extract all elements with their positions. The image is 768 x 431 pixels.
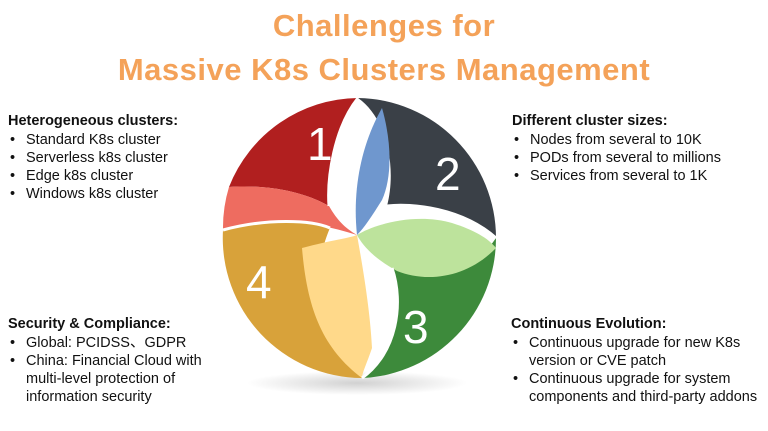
separator-3 [361, 267, 399, 380]
separator-2 [386, 203, 497, 240]
challenges-wheel: 1 2 3 4 [222, 97, 497, 395]
panel-evolution: Continuous Evolution: Continuous upgrade… [511, 316, 761, 406]
segment-1-number: 1 [307, 118, 333, 170]
wheel-shadow [247, 371, 467, 395]
segment-4-number: 4 [246, 256, 272, 308]
panel-heterogeneous-title: Heterogeneous clusters: [8, 113, 179, 129]
segment-2-number: 2 [435, 148, 461, 200]
separator-4 [222, 220, 331, 232]
list-item: Continuous upgrade for system components… [511, 370, 761, 406]
panel-sizes-title: Different cluster sizes: [512, 113, 668, 129]
panel-sizes: Different cluster sizes: Nodes from seve… [512, 113, 762, 185]
panel-heterogeneous: Heterogeneous clusters: Standard K8s clu… [8, 113, 228, 203]
segment-1 [222, 98, 358, 235]
segment-3 [357, 218, 497, 378]
segment-4 [222, 221, 372, 378]
list-item: Windows k8s cluster [8, 185, 228, 203]
list-item: China: Financial Cloud with multi-level … [8, 352, 238, 406]
segment-2-outer [358, 98, 496, 238]
segment-3-number: 3 [403, 301, 429, 353]
segment-4-inner [302, 235, 372, 378]
panel-security: Security & Compliance: Global: PCIDSS、GD… [8, 316, 238, 406]
list-item: Global: PCIDSS、GDPR [8, 334, 238, 352]
segment-3-outer [362, 238, 497, 378]
segment-2-inner [355, 108, 390, 235]
segment-1-outer [229, 98, 358, 206]
list-item: PODs from several to millions [512, 149, 762, 167]
separator-1 [327, 97, 360, 207]
panel-evolution-title: Continuous Evolution: [511, 316, 667, 332]
list-item: Standard K8s cluster [8, 131, 228, 149]
list-item: Nodes from several to 10K [512, 131, 762, 149]
panel-security-title: Security & Compliance: [8, 316, 171, 332]
list-item: Continuous upgrade for new K8s version o… [511, 334, 761, 370]
title-line-1: Challenges for [272, 8, 496, 43]
list-item: Serverless k8s cluster [8, 149, 228, 167]
list-item: Services from several to 1K [512, 167, 762, 185]
list-item: Edge k8s cluster [8, 167, 228, 185]
segment-2 [355, 98, 496, 238]
segment-3-inner [357, 218, 496, 278]
title-line-2: Massive K8s Clusters Management [117, 52, 651, 87]
